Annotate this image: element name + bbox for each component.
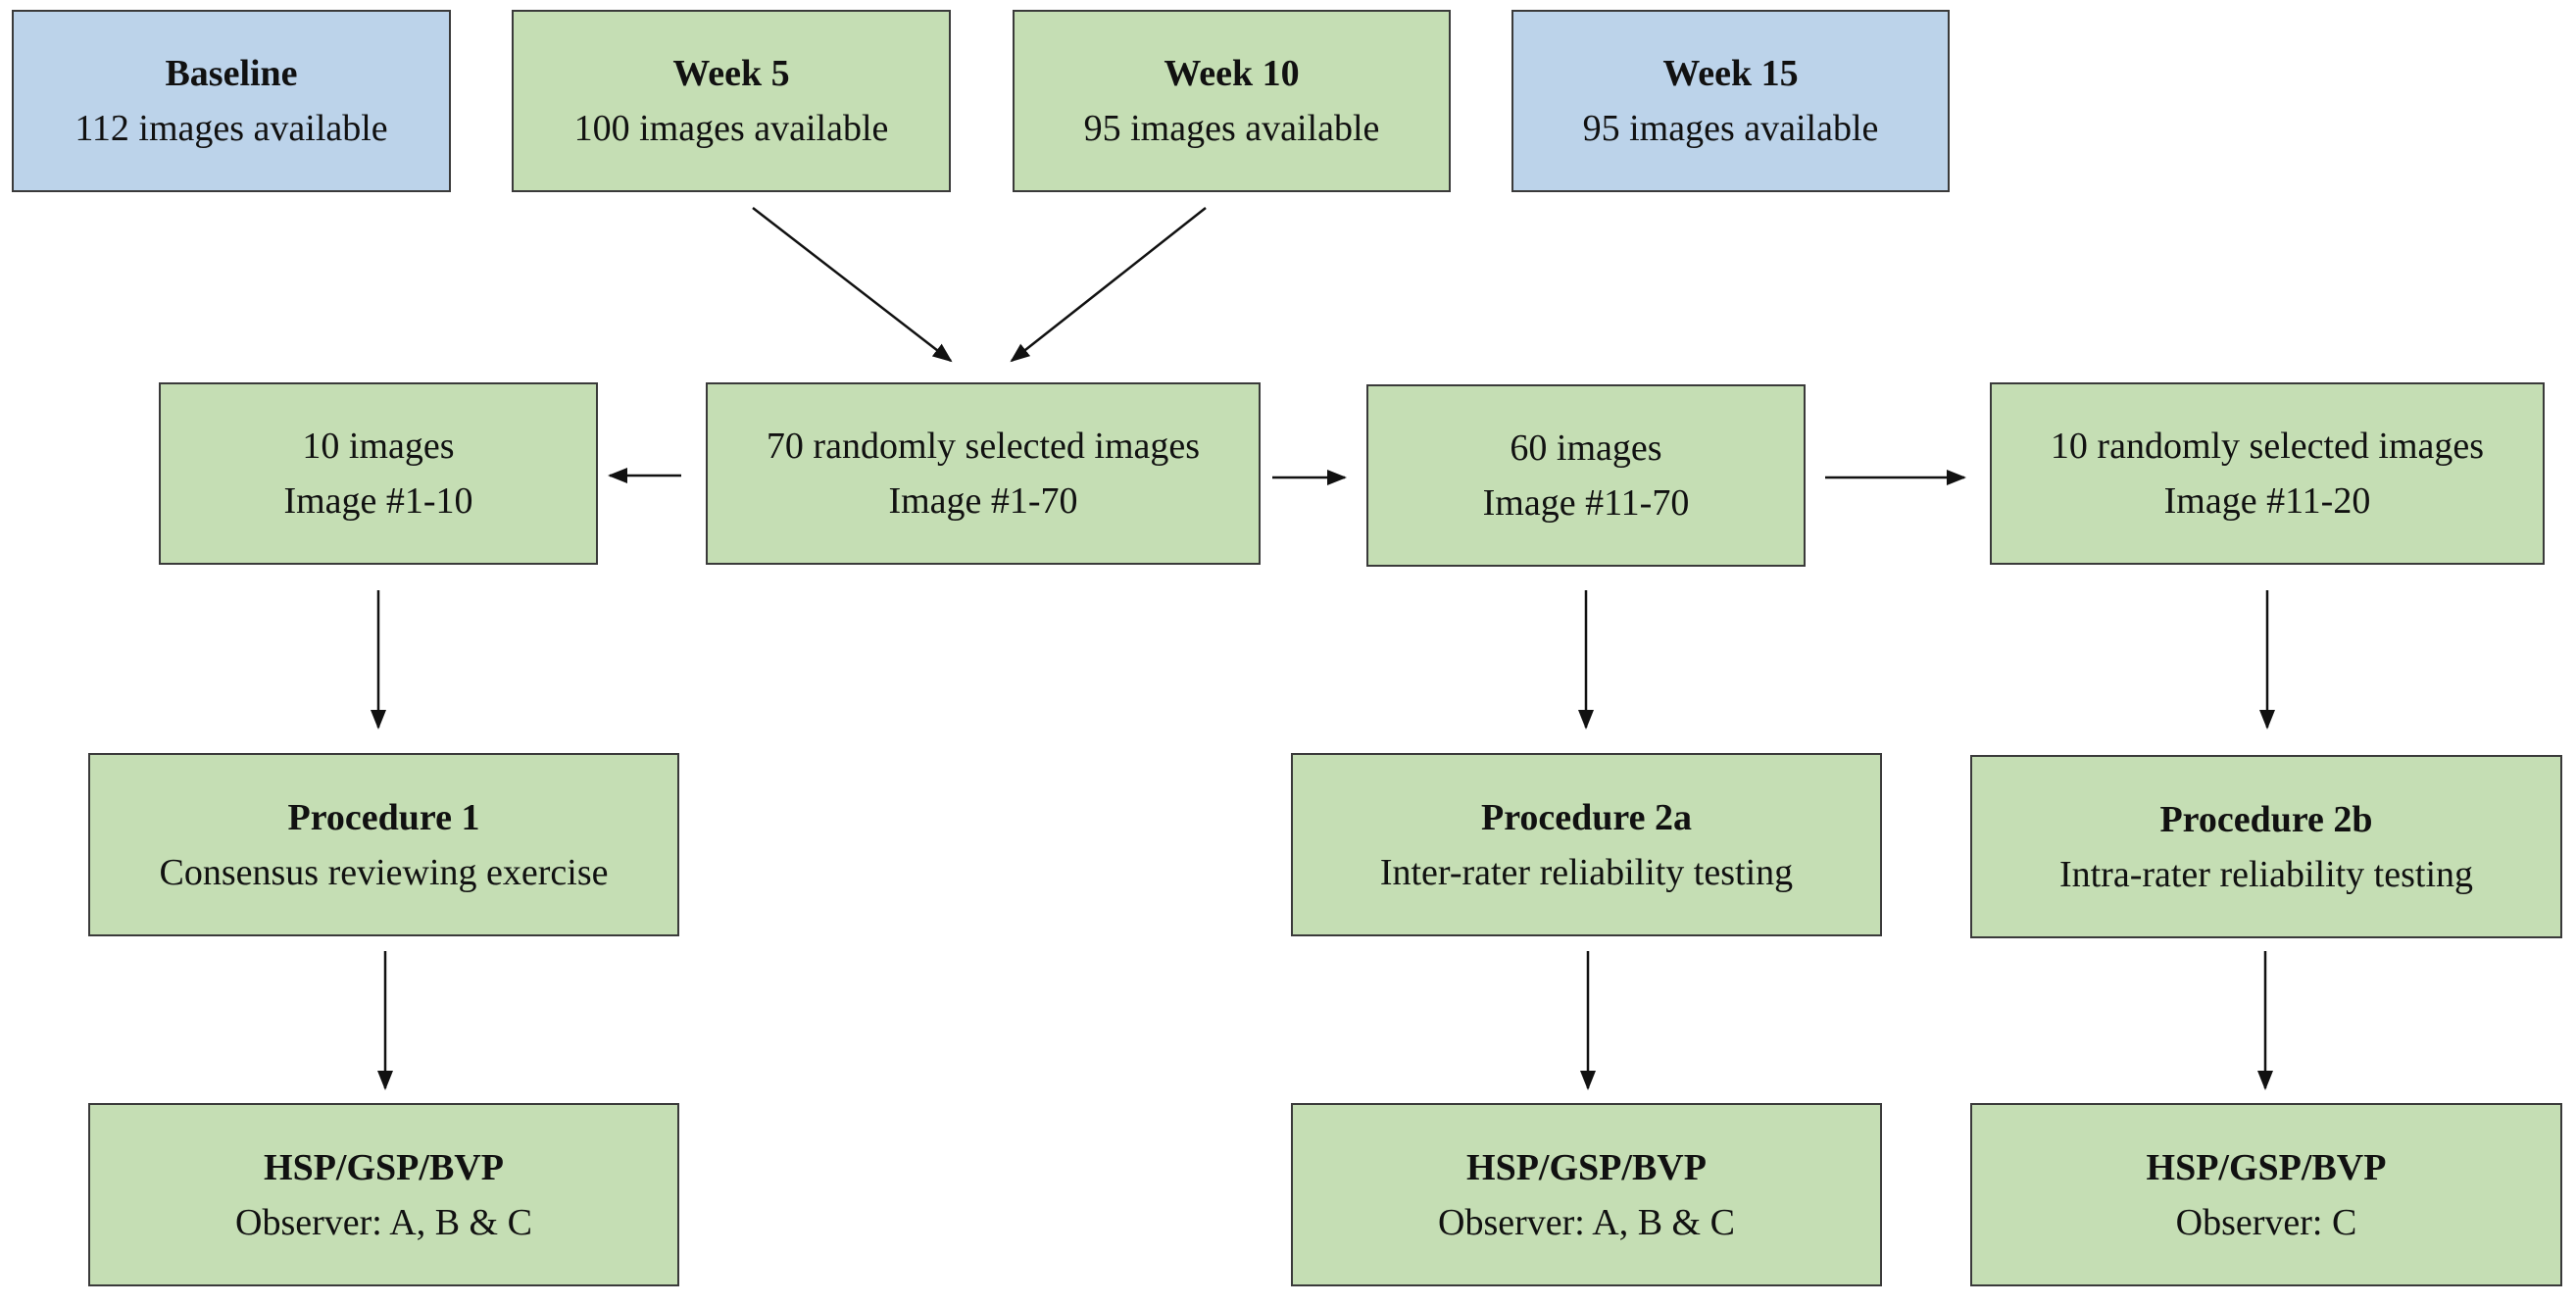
box-text: 112 images available	[74, 108, 388, 149]
box-line2: Image #1-70	[888, 480, 1078, 522]
box-title: Baseline	[165, 53, 298, 94]
arrow-week5-to-seventy	[752, 207, 953, 363]
box-line1: 70 randomly selected images	[766, 426, 1201, 467]
box-text: Observer: A, B & C	[235, 1201, 532, 1243]
box-title: Procedure 1	[287, 796, 480, 838]
box-title: HSP/GSP/BVP	[264, 1146, 504, 1188]
box-title: HSP/GSP/BVP	[2146, 1146, 2387, 1188]
box-title: Procedure 2b	[2159, 798, 2373, 840]
box-title: Week 5	[672, 53, 790, 94]
ten-images-box: 10 images Image #1-10	[159, 382, 598, 565]
box-text: Inter-rater reliability testing	[1379, 851, 1794, 893]
week15-box: Week 15 95 images available	[1511, 10, 1950, 192]
box-text: Intra-rater reliability testing	[2058, 853, 2474, 895]
procedure-2b-box: Procedure 2b Intra-rater reliability tes…	[1970, 755, 2562, 938]
box-text: Observer: C	[2175, 1201, 2357, 1243]
box-line2: Image #11-20	[2163, 480, 2371, 522]
box-text: Observer: A, B & C	[1438, 1201, 1735, 1243]
week5-box: Week 5 100 images available	[512, 10, 951, 192]
box-text: 95 images available	[1582, 108, 1879, 149]
outcome-2b-box: HSP/GSP/BVP Observer: C	[1970, 1103, 2562, 1286]
box-title: Week 15	[1662, 53, 1799, 94]
outcome-2a-box: HSP/GSP/BVP Observer: A, B & C	[1291, 1103, 1882, 1286]
box-line2: Image #1-10	[283, 480, 473, 522]
box-title: Procedure 2a	[1481, 796, 1692, 838]
seventy-images-box: 70 randomly selected images Image #1-70	[706, 382, 1261, 565]
box-text: Consensus reviewing exercise	[159, 851, 609, 893]
box-title: HSP/GSP/BVP	[1466, 1146, 1707, 1188]
box-line1: 10 randomly selected images	[2050, 426, 2485, 467]
box-text: 100 images available	[573, 108, 889, 149]
box-line1: 60 images	[1510, 427, 1662, 469]
outcome-1-box: HSP/GSP/BVP Observer: A, B & C	[88, 1103, 679, 1286]
week10-box: Week 10 95 images available	[1013, 10, 1451, 192]
procedure-1-box: Procedure 1 Consensus reviewing exercise	[88, 753, 679, 936]
ten-random-images-box: 10 randomly selected images Image #11-20	[1990, 382, 2545, 565]
box-title: Week 10	[1164, 53, 1300, 94]
baseline-box: Baseline 112 images available	[12, 10, 451, 192]
box-line2: Image #11-70	[1482, 482, 1690, 524]
box-text: 95 images available	[1083, 108, 1380, 149]
procedure-2a-box: Procedure 2a Inter-rater reliability tes…	[1291, 753, 1882, 936]
box-line1: 10 images	[302, 426, 455, 467]
sixty-images-box: 60 images Image #11-70	[1366, 384, 1806, 567]
arrow-week10-to-seventy	[1010, 207, 1207, 363]
